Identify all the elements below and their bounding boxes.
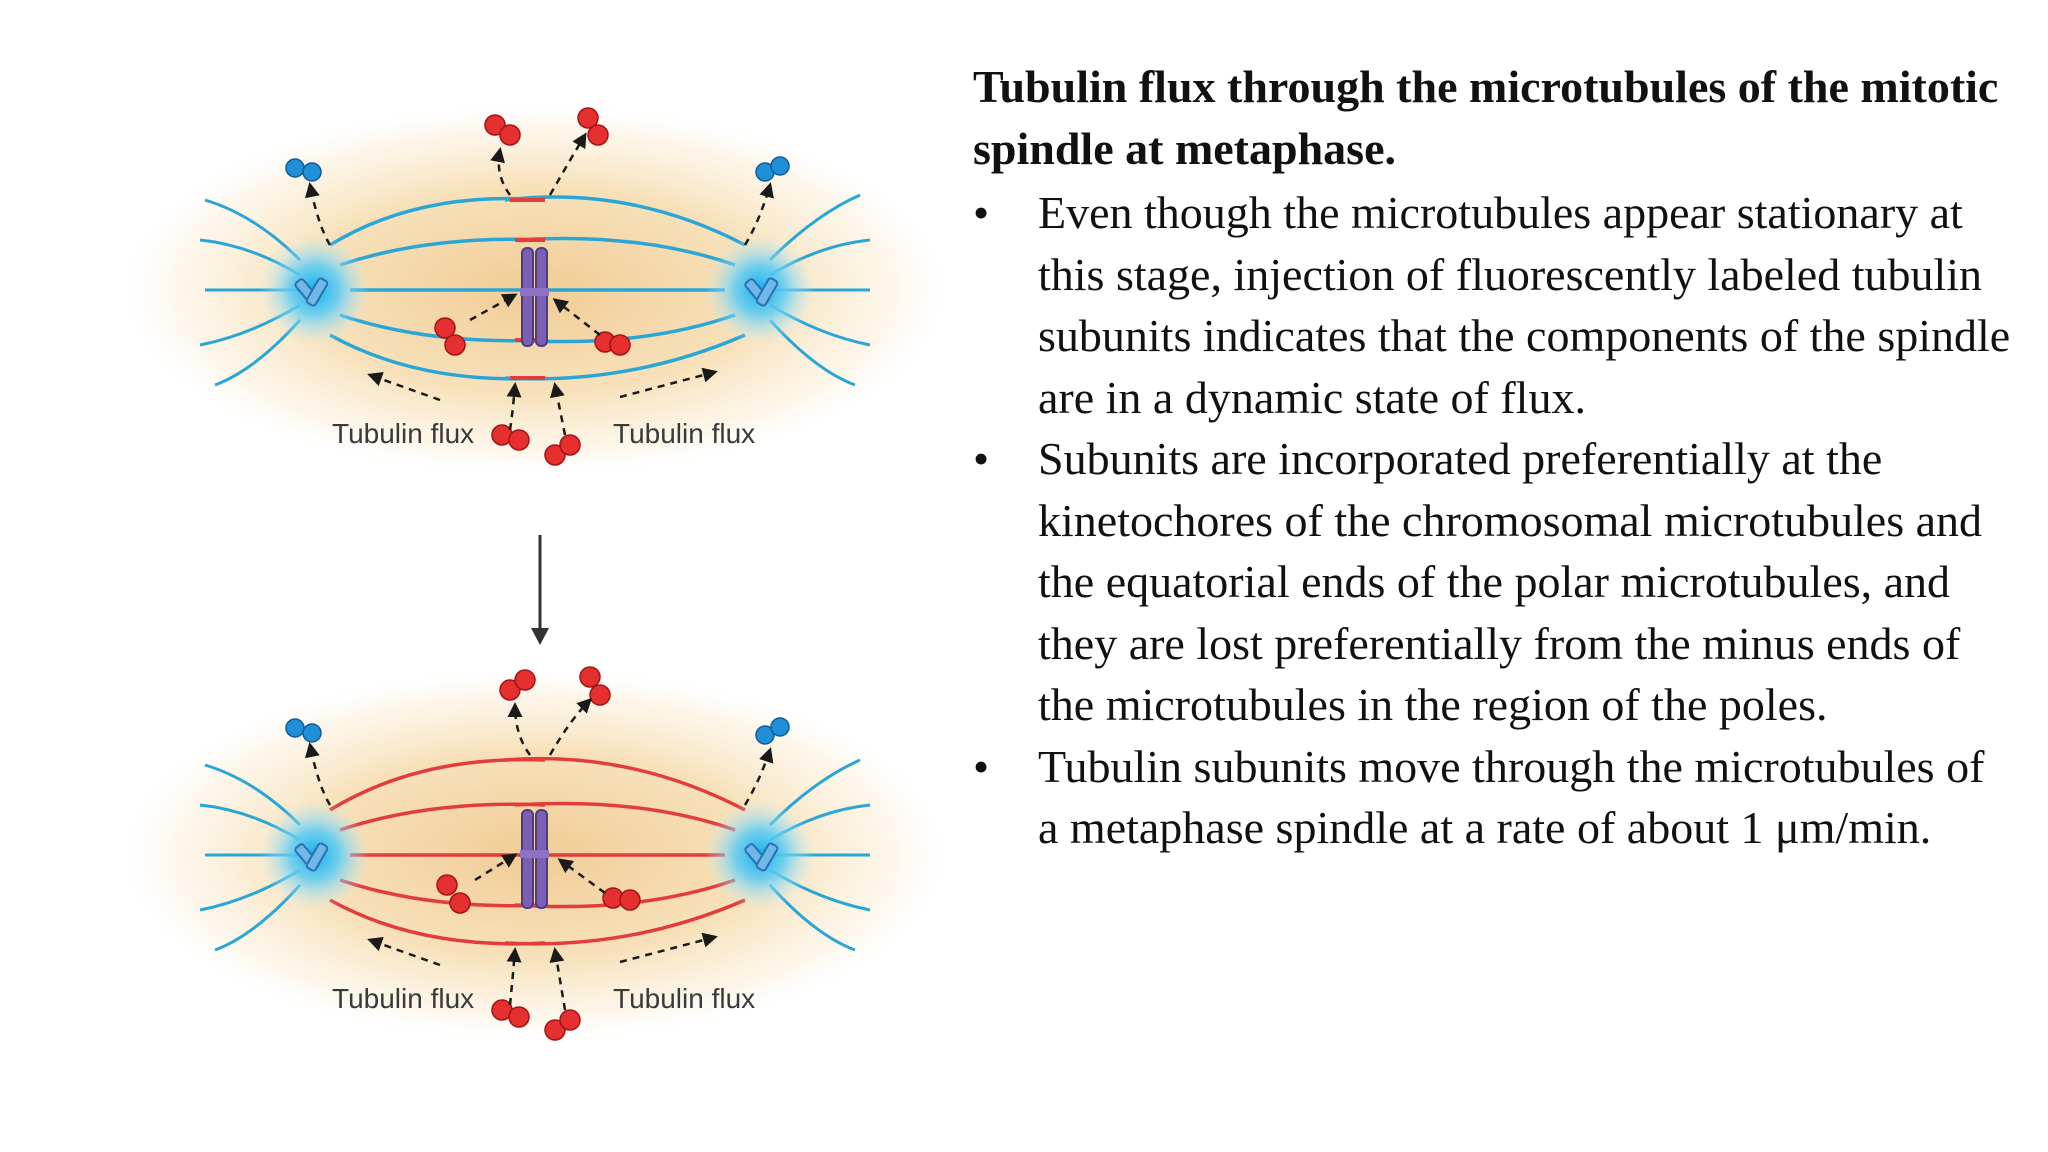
bullet-item: • Even though the microtubules appear st… <box>973 182 2013 428</box>
flux-arrows <box>305 697 774 1011</box>
bullet-list: • Even though the microtubules appear st… <box>973 182 2013 859</box>
bullet-item: • Subunits are incorporated preferential… <box>973 428 2013 736</box>
polar-microtubules <box>329 756 746 946</box>
flux-label-left: Tubulin flux <box>332 418 474 449</box>
spindle-diagram: Tubulin flux Tubulin flux <box>115 100 955 1045</box>
labeled-subunits <box>434 107 631 466</box>
transition-arrow <box>531 535 549 645</box>
unlabeled-subunits <box>285 717 790 745</box>
spindle-panel-after: Tubulin flux Tubulin flux <box>115 665 955 1045</box>
flux-label-right: Tubulin flux <box>613 983 755 1014</box>
slide-title: Tubulin flux through the microtubules of… <box>973 61 1999 174</box>
flux-arrows <box>305 132 774 436</box>
bullet-text: Tubulin subunits move through the microt… <box>1038 740 1985 854</box>
bullet-marker: • <box>973 187 990 238</box>
centrosome-icons <box>294 842 779 872</box>
chromosome <box>520 247 549 347</box>
unlabeled-subunits <box>285 156 790 182</box>
flux-label-right: Tubulin flux <box>613 418 755 449</box>
bullet-text: Subunits are incorporated preferentially… <box>1038 433 1983 730</box>
labeled-subunits <box>436 666 641 1041</box>
bullet-marker: • <box>973 433 990 484</box>
bullet-item: • Tubulin subunits move through the micr… <box>973 736 2013 859</box>
bullet-marker: • <box>973 740 990 792</box>
astral-microtubules-left <box>199 198 302 387</box>
text-panel: Tubulin flux through the microtubules of… <box>973 56 2013 859</box>
chromosome <box>520 809 549 909</box>
spindle-panel-before: Tubulin flux Tubulin flux <box>115 100 955 480</box>
centrosome-icons <box>294 277 779 307</box>
bullet-text: Even though the microtubules appear stat… <box>1038 187 2011 423</box>
flux-label-left: Tubulin flux <box>332 983 474 1014</box>
